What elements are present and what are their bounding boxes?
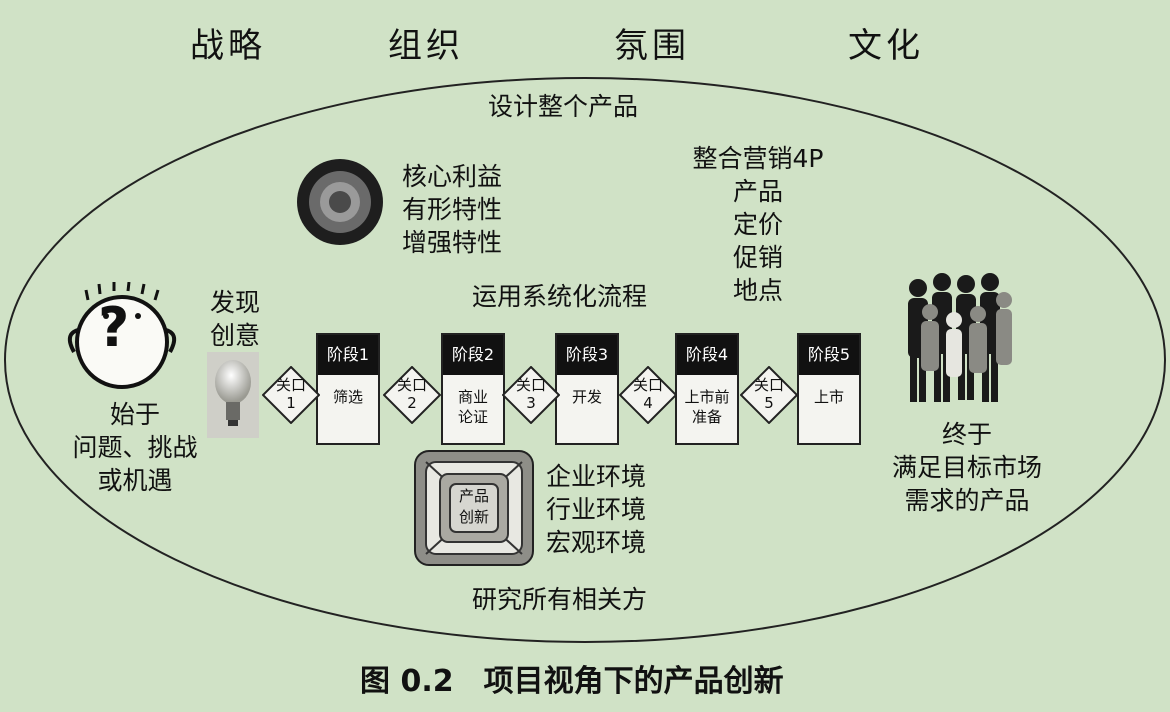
marketing-4p-product: 产品 — [732, 177, 783, 206]
stage-1: 阶段1 筛选 — [316, 333, 380, 445]
macro-environment-label: 宏观环境 — [546, 528, 647, 557]
product-innovation-box-icon — [414, 450, 534, 566]
environment-list: 企业环境 行业环境 宏观环境 — [546, 460, 646, 559]
marketing-4p-price: 定价 — [732, 210, 783, 239]
product-levels-list: 核心利益 有形特性 增强特性 — [402, 160, 502, 259]
augmented-features-label: 增强特性 — [402, 228, 503, 257]
enclosing-ellipse — [4, 77, 1166, 643]
gate-2-label: 关口 — [396, 376, 427, 394]
marketing-4p-block: 整合营销4P 产品 定价 促销 地点 — [678, 142, 838, 307]
gate-3-label: 关口 — [515, 376, 546, 394]
end-label-line1: 终于 — [941, 420, 992, 449]
marketing-4p-place: 地点 — [732, 276, 783, 305]
system-process-label: 运用系统化流程 — [472, 282, 648, 311]
enterprise-environment-label: 企业环境 — [546, 462, 647, 491]
marketing-4p-title: 整合营销4P — [692, 144, 824, 173]
stage-2-header: 阶段2 — [443, 335, 503, 375]
stage-5-body: 上市 — [813, 388, 844, 406]
marketing-4p-promotion: 促销 — [732, 243, 783, 272]
product-innovation-label: 产品 创新 — [450, 486, 498, 528]
stage-1-header: 阶段1 — [318, 335, 378, 375]
target-market-crowd-icon — [908, 273, 1012, 402]
stage-3: 阶段3 开发 — [555, 333, 619, 445]
gate-2-num: 2 — [407, 394, 417, 412]
core-benefit-label: 核心利益 — [402, 162, 503, 191]
stage-5: 阶段5 上市 — [797, 333, 861, 445]
question-mark: ? — [98, 296, 130, 359]
top-label-organization: 组织 — [388, 26, 464, 66]
discover-idea-line2: 创意 — [209, 321, 260, 350]
end-label: 终于 满足目标市场 需求的产品 — [872, 418, 1062, 517]
stage-4-body: 上市前 准备 — [684, 388, 730, 426]
product-innovation-line2: 创新 — [458, 508, 489, 526]
gate-5-label: 关口 — [753, 376, 784, 394]
design-whole-product-label: 设计整个产品 — [488, 92, 639, 121]
gate-3-num: 3 — [526, 394, 536, 412]
lightbulb-icon — [207, 352, 259, 438]
stage-1-body: 筛选 — [332, 388, 363, 406]
start-label-line1: 始于 — [109, 400, 160, 429]
start-label-line2: 问题、挑战 — [72, 433, 198, 462]
stage-2: 阶段2 商业 论证 — [441, 333, 505, 445]
stage-3-header: 阶段3 — [557, 335, 617, 375]
study-stakeholders-label: 研究所有相关方 — [472, 585, 648, 614]
product-levels-icon — [297, 159, 383, 245]
end-label-line2: 满足目标市场 — [891, 453, 1042, 482]
gate-5-num: 5 — [764, 394, 774, 412]
figure-caption: 图 0.2 项目视角下的产品创新 — [360, 664, 784, 699]
discover-idea-line1: 发现 — [209, 288, 260, 317]
tangible-features-label: 有形特性 — [402, 195, 503, 224]
product-innovation-line1: 产品 — [458, 487, 489, 505]
gate-1-label: 关口 — [275, 376, 306, 394]
gate-4-label: 关口 — [632, 376, 663, 394]
top-label-strategy: 战略 — [190, 26, 266, 66]
stage-4: 阶段4 上市前 准备 — [675, 333, 739, 445]
start-label-line3: 或机遇 — [97, 466, 173, 495]
gate-1-num: 1 — [286, 394, 296, 412]
top-label-climate: 氛围 — [614, 26, 690, 66]
gate-4-num: 4 — [643, 394, 653, 412]
top-label-culture: 文化 — [848, 26, 924, 66]
industry-environment-label: 行业环境 — [546, 495, 647, 524]
end-label-line3: 需求的产品 — [904, 486, 1030, 515]
thinking-face-icon — [67, 282, 177, 389]
discover-idea-label: 发现 创意 — [204, 286, 266, 352]
stage-2-body: 商业 论证 — [457, 388, 488, 426]
stage-3-body: 开发 — [571, 388, 602, 406]
stage-4-header: 阶段4 — [677, 335, 737, 375]
start-label: 始于 问题、挑战 或机遇 — [60, 398, 210, 497]
stage-5-header: 阶段5 — [799, 335, 859, 375]
